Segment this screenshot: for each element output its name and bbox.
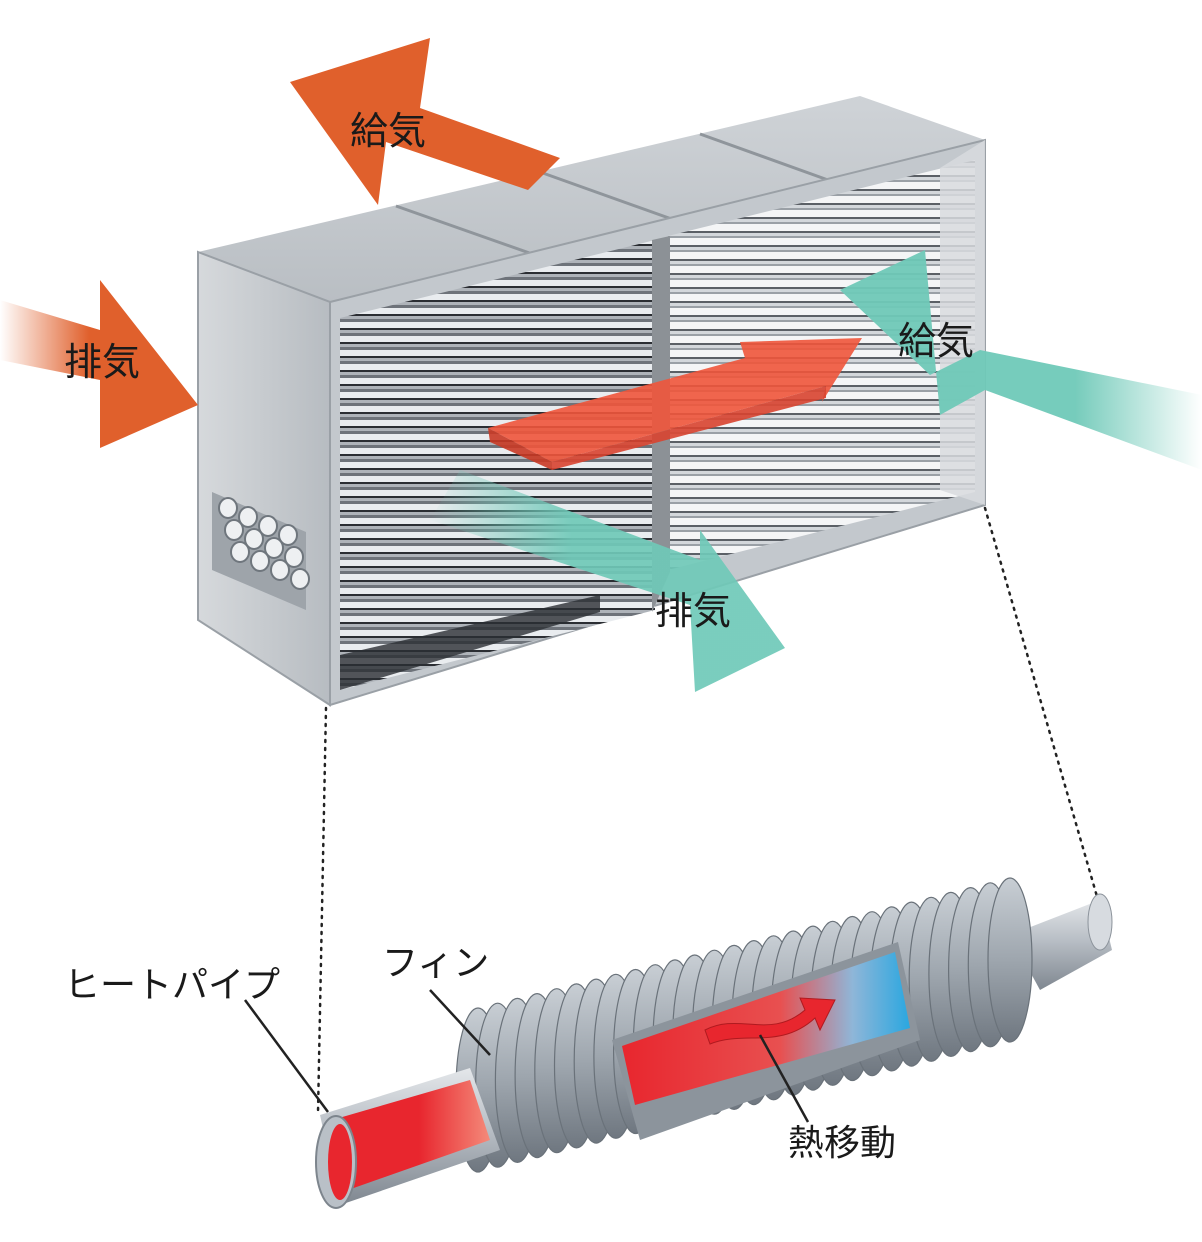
label-heat-pipe: ヒートパイプ (64, 965, 281, 1006)
pipe-end-circle (238, 506, 258, 528)
label-supply-air-top: 給気 (350, 109, 427, 153)
housing-top-seam (699, 132, 829, 182)
leader-fin (429, 989, 491, 1056)
pipe-ends (212, 492, 310, 610)
pipe-end-circle (290, 568, 310, 590)
pipe-end-circle (244, 528, 264, 550)
label-exhaust-air-bottom: 排気 (655, 589, 732, 633)
pipe-end-circle (258, 515, 278, 537)
housing-top-seam (539, 170, 681, 224)
leader-heat-pipe (243, 999, 330, 1113)
label-heat-transfer: 熱移動 (788, 1123, 897, 1164)
pipe-end-circle (224, 519, 244, 541)
pipe-end-circle (278, 524, 298, 546)
zoom-line-left (316, 706, 328, 1114)
pipe-end-circle (250, 550, 270, 572)
label-supply-air-right: 給気 (898, 319, 975, 363)
leader-heat-transfer (758, 1034, 810, 1123)
supply-air-right-arrow (840, 250, 1202, 470)
inner-heat-arrow (704, 997, 836, 1045)
fin-block-exhaust (340, 240, 655, 690)
heat-transfer-arrow (488, 338, 862, 470)
fin-block-shadow (340, 595, 600, 690)
label-fin: フィン (382, 943, 490, 984)
exhaust-air-bottom-arrow (430, 470, 785, 692)
pipe-end-circle (270, 559, 290, 581)
pipe-end-circle (284, 546, 304, 568)
housing-left-face (197, 250, 331, 707)
pipe-end-circle (230, 541, 250, 563)
label-exhaust-air-left: 排気 (64, 340, 141, 384)
pipe-end-circle (264, 537, 284, 559)
housing-top-face (198, 96, 985, 302)
heat-pipe-detail (243, 877, 1113, 1209)
exhaust-air-left-arrow (0, 280, 198, 448)
housing-inner-wall (940, 140, 985, 505)
zoom-line-right (983, 506, 1100, 902)
fin-disc (987, 877, 1033, 1043)
pipe-end-circle (218, 497, 238, 519)
supply-air-top-arrow (290, 38, 560, 205)
